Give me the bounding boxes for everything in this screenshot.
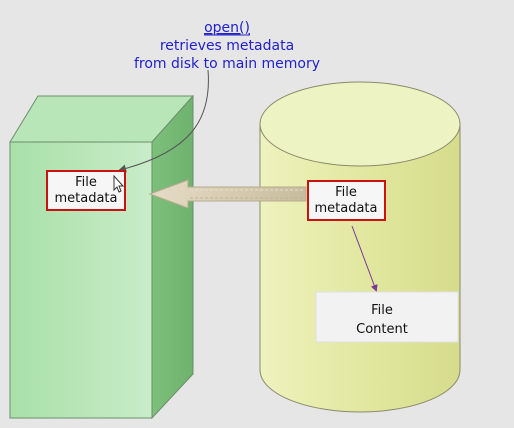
disk-top xyxy=(259,81,461,167)
memory-box-side xyxy=(151,94,194,420)
disk-body xyxy=(259,123,461,413)
disk-metadata-line-2: metadata xyxy=(314,201,377,216)
main-memory-box xyxy=(9,94,195,420)
metadata-to-content-connector xyxy=(351,225,378,292)
caption: open() retrieves metadata from disk to m… xyxy=(134,20,320,72)
disk-metadata-line-1: File xyxy=(335,185,357,200)
memory-metadata-line-2: metadata xyxy=(54,191,117,206)
caption-function-name: open() xyxy=(204,20,250,36)
file-content-line-2: Content xyxy=(356,322,408,337)
transfer-arrow xyxy=(148,179,307,209)
mouse-cursor-icon xyxy=(113,174,125,193)
caption-line-2: from disk to main memory xyxy=(134,56,320,72)
disk-metadata-label: File metadata xyxy=(307,180,386,221)
caption-line-1: retrieves metadata xyxy=(160,38,294,54)
memory-metadata-label: File metadata xyxy=(46,170,126,211)
memory-metadata-line-1: File xyxy=(75,175,97,190)
file-content-box: File Content xyxy=(315,291,459,343)
caption-connector xyxy=(118,69,209,173)
file-content-line-1: File xyxy=(371,303,393,318)
